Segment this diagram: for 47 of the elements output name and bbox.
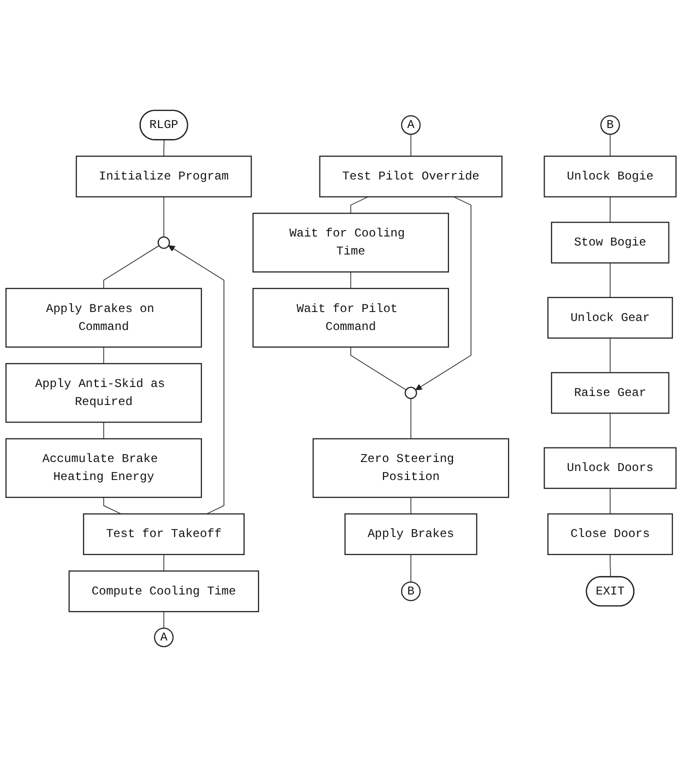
arrow (168, 245, 224, 514)
node-box: Test Pilot Override (319, 156, 503, 198)
connector (410, 497, 412, 514)
node-circle: A (401, 115, 421, 135)
connector (610, 554, 611, 578)
connector (163, 611, 164, 628)
connector (163, 196, 164, 238)
connector (610, 196, 611, 223)
node-box: Wait for Pilot Command (252, 288, 449, 348)
connector (103, 497, 122, 514)
node-box: Initialize Program (76, 156, 252, 198)
connector (103, 422, 104, 440)
node-circle: B (401, 582, 421, 602)
node-box: Stow Bogie (550, 222, 670, 264)
node-circle (404, 386, 418, 400)
arrow (415, 196, 472, 390)
connector (610, 262, 611, 298)
connector (163, 140, 165, 157)
node-circle (158, 236, 170, 249)
connector (410, 398, 412, 440)
connector (103, 245, 160, 289)
node-box: Apply Brakes (344, 513, 478, 556)
node-box: Compute Cooling Time (68, 570, 260, 612)
connector (410, 554, 412, 582)
connector (103, 346, 104, 364)
connector (610, 134, 611, 157)
node-box: Raise Gear (550, 372, 670, 414)
connector (610, 412, 611, 448)
node-box: Accumulate Brake Heating Energy (5, 438, 202, 498)
node-box: Unlock Bogie (544, 156, 677, 198)
connector (350, 346, 406, 390)
node-box: Unlock Doors (544, 447, 677, 489)
connector (610, 338, 611, 373)
node-box: Close Doors (547, 513, 673, 556)
node-box: Unlock Gear (547, 296, 673, 339)
node-box: Apply Brakes on Command (5, 288, 202, 348)
node-box: Apply Anti-Skid as Required (5, 363, 202, 423)
connector (163, 554, 164, 572)
node-circle: B (600, 115, 620, 135)
node-box: Zero Steering Position (312, 438, 510, 498)
node-box: Test for Takeoff (83, 513, 245, 556)
connector (350, 196, 369, 214)
node-box: Wait for Cooling Time (252, 212, 449, 272)
connector (350, 272, 352, 289)
connector (610, 488, 611, 514)
node-circle: A (154, 628, 174, 648)
connector (410, 134, 412, 157)
